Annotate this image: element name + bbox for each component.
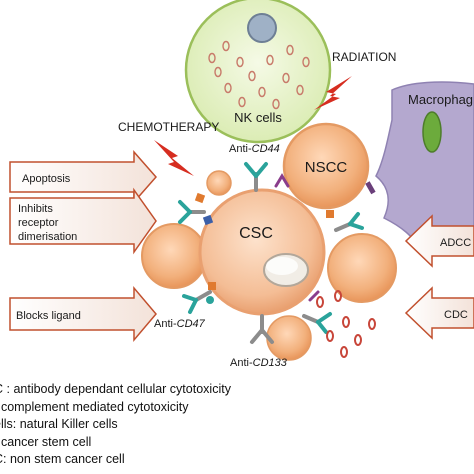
macrophage-nucleus — [422, 111, 442, 153]
legend-csc: : cancer stem cell — [0, 434, 92, 449]
svg-text:ADCC: ADCC — [440, 237, 471, 249]
inhibits-receptor-box: Inhibits receptor dimerisation — [9, 187, 157, 255]
legend: C : antibody dependant cellular cytotoxi… — [0, 381, 474, 469]
svg-text:Blocks ligand: Blocks ligand — [16, 310, 81, 322]
small-cell-top — [206, 170, 232, 196]
adcc-box: ADCC — [404, 214, 474, 268]
nk-cell-nucleus — [247, 13, 277, 43]
antibody-left-upper — [178, 192, 214, 226]
legend-adcc: C : antibody dependant cellular cytotoxi… — [0, 382, 231, 396]
chemotherapy-bolt — [154, 140, 194, 176]
macrophage-label: Macrophag — [408, 92, 473, 107]
anti-cd44-label: Anti-CD44 — [229, 143, 280, 155]
nk-cell-granules — [208, 40, 310, 110]
svg-text:Apoptosis: Apoptosis — [22, 173, 71, 185]
legend-cdc: : complement mediated cytotoxicity — [0, 399, 189, 414]
nscc-label: NSCC — [305, 159, 348, 176]
radiation-bolt — [314, 76, 352, 110]
anti-cd133-label: Anti-CD133 — [230, 357, 288, 369]
nk-cell: NK cells — [184, 0, 332, 144]
antibody-cd133 — [250, 314, 274, 344]
csc-cell: CSC — [198, 188, 326, 316]
macrophage: Macrophag — [365, 81, 474, 255]
small-cell-left — [141, 223, 207, 289]
apoptosis-box: Apoptosis — [9, 150, 157, 204]
complement-drops — [316, 290, 376, 358]
legend-nscc: C: non stem cancer cell — [0, 452, 125, 466]
antibody-right-upper — [326, 210, 364, 232]
cdc-box: CDC — [404, 286, 474, 340]
nscc-cell: NSCC — [282, 122, 370, 210]
antibody-cd47 — [182, 282, 216, 314]
chemotherapy-label: CHEMOTHERAPY — [118, 120, 219, 134]
antibody-cd44 — [244, 162, 290, 192]
small-cell-bottom — [266, 315, 312, 361]
svg-text:receptor: receptor — [18, 217, 59, 229]
anti-cd47-label: Anti-CD47 — [154, 318, 206, 330]
svg-text:CDC: CDC — [444, 309, 468, 321]
small-cell-right — [327, 233, 397, 303]
legend-nk-cells: ells: natural Killer cells — [0, 417, 118, 431]
radiation-label: RADIATION — [332, 50, 396, 64]
antibody-right-lower — [302, 290, 332, 334]
blocks-ligand-box: Blocks ligand — [9, 285, 157, 343]
svg-text:Inhibits: Inhibits — [18, 203, 53, 215]
macrophage-receptor — [365, 181, 376, 195]
csc-label: CSC — [239, 225, 273, 242]
nk-cells-label: NK cells — [234, 110, 282, 125]
svg-text:dimerisation: dimerisation — [18, 231, 77, 243]
